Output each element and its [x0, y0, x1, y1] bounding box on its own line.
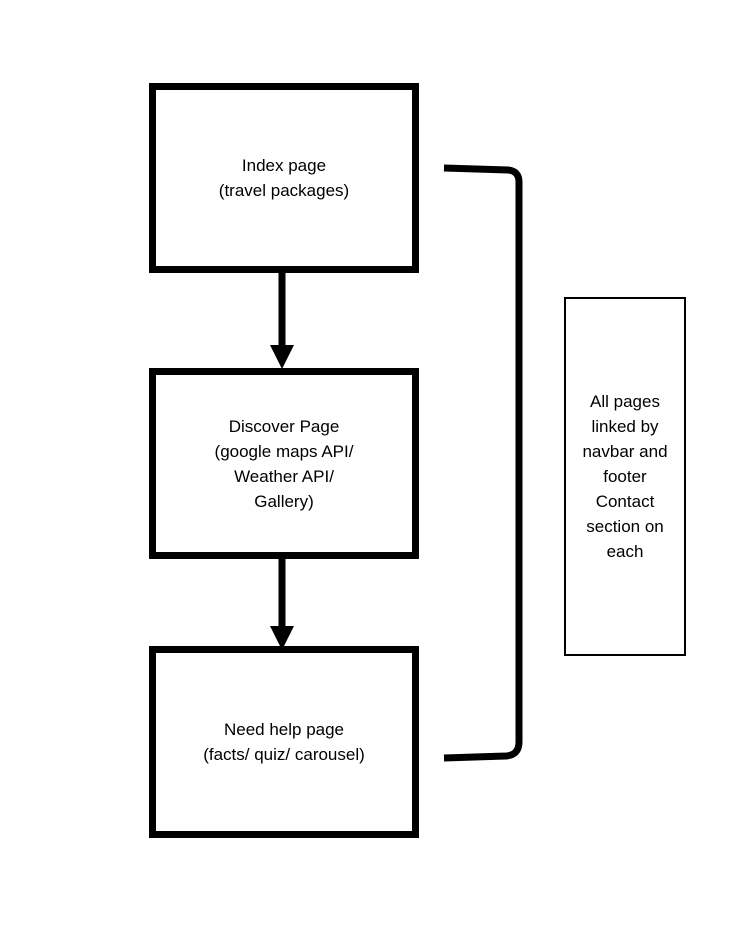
note-line-2: linked by — [591, 417, 659, 436]
note-line-1: All pages — [590, 392, 660, 411]
discover-page-line-2: (google maps API/ — [214, 441, 354, 461]
discover-page-title: Discover Page — [228, 416, 340, 436]
note-line-7: each — [606, 542, 644, 561]
index-page-node: Index page (travel packages) — [149, 83, 419, 273]
arrow-discover-to-need-help — [270, 557, 294, 650]
arrow-index-to-discover — [270, 271, 294, 369]
note-line-3: navbar and — [582, 442, 668, 461]
need-help-page-title: Need help page — [223, 720, 345, 739]
need-help-page-node: Need help page (facts/ quiz/ carousel) — [149, 646, 419, 838]
discover-page-line-4: Gallery) — [254, 491, 314, 511]
discover-page-node: Discover Page (google maps API/ Weather … — [149, 368, 419, 559]
index-page-title: Index page — [241, 156, 327, 175]
grouping-bracket — [443, 164, 523, 762]
note-line-5: Contact — [595, 492, 655, 511]
note-line-6: section on — [586, 517, 664, 536]
navigation-note: All pages linked by navbar and footer Co… — [564, 297, 686, 656]
discover-page-line-3: Weather API/ — [234, 466, 334, 486]
note-line-4: footer — [603, 467, 647, 486]
arrow-index-to-discover-head — [270, 345, 294, 369]
arrow-discover-to-need-help-head — [270, 626, 294, 650]
need-help-page-subtitle: (facts/ quiz/ carousel) — [203, 745, 365, 764]
index-page-subtitle: (travel packages) — [218, 181, 350, 200]
